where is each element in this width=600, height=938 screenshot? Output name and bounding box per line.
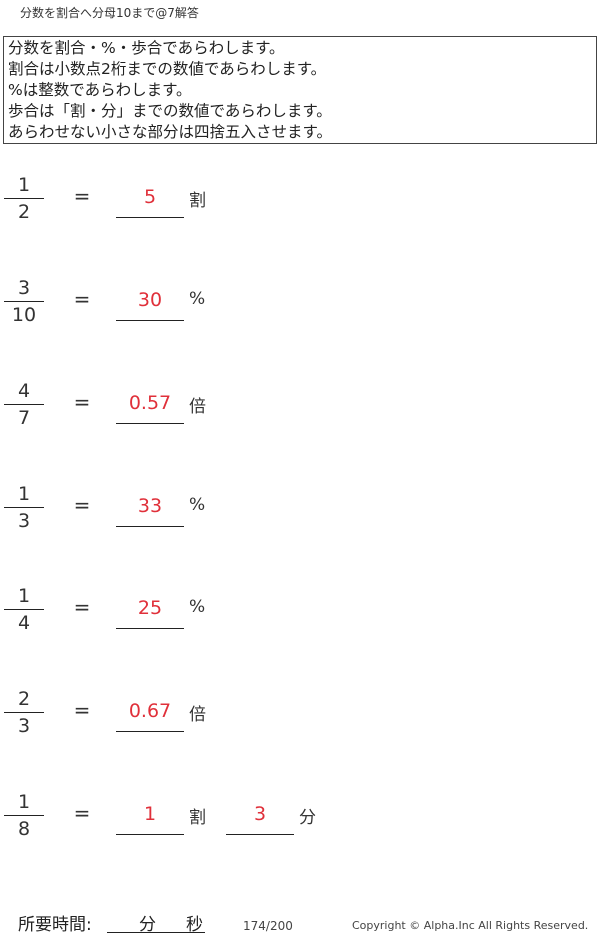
answer-unit: 割: [189, 808, 206, 828]
denominator: 10: [11, 304, 37, 326]
equals-sign: =: [73, 493, 91, 517]
fraction-bar: [4, 815, 44, 816]
answer-line-2: [226, 834, 294, 835]
answer-unit: 倍: [189, 705, 206, 725]
denominator: 4: [17, 612, 31, 634]
equals-sign: =: [73, 390, 91, 414]
page-number: 174/200: [243, 919, 293, 933]
fraction-bar: [4, 404, 44, 405]
numerator: 2: [17, 688, 31, 710]
equals-sign: =: [73, 801, 91, 825]
time-field: 分 秒: [107, 910, 205, 935]
answer-value: 0.57: [128, 392, 172, 414]
fraction-bar: [4, 712, 44, 713]
answer-line: [116, 526, 184, 527]
denominator: 8: [17, 818, 31, 840]
answer-value: 30: [137, 289, 163, 311]
problem-5: 1 4 = 25 %: [0, 585, 600, 665]
answer-line: [116, 217, 184, 218]
numerator: 1: [17, 585, 31, 607]
problem-1: 1 2 = 5 割: [0, 174, 600, 254]
seconds-label: 秒: [186, 915, 203, 935]
time-label: 所要時間:: [18, 915, 92, 935]
answer-unit: %: [189, 289, 206, 309]
equals-sign: =: [73, 287, 91, 311]
answer-value: 0.67: [128, 700, 172, 722]
problem-3: 4 7 = 0.57 倍: [0, 380, 600, 460]
worksheet-title: 分数を割合へ分母10まで@7解答: [20, 6, 199, 20]
numerator: 3: [17, 277, 31, 299]
answer-line: [116, 423, 184, 424]
problem-2: 3 10 = 30 %: [0, 277, 600, 357]
numerator: 1: [17, 791, 31, 813]
numerator: 1: [17, 174, 31, 196]
denominator: 3: [17, 715, 31, 737]
answer-unit: 割: [189, 191, 206, 211]
instruction-line: 割合は小数点2桁までの数値であらわします。: [8, 60, 327, 78]
minutes-label: 分: [139, 915, 156, 935]
answer-value: 33: [137, 495, 163, 517]
instruction-line: あらわせない小さな部分は四捨五入させます。: [8, 123, 332, 141]
copyright-text: Copyright © Alpha.Inc All Rights Reserve…: [352, 919, 589, 932]
answer-unit: %: [189, 495, 206, 515]
problem-4: 1 3 = 33 %: [0, 483, 600, 563]
answer-unit: 倍: [189, 397, 206, 417]
answer-value: 25: [137, 597, 163, 619]
answer-line: [116, 834, 184, 835]
fraction-bar: [4, 507, 44, 508]
instruction-line: 分数を割合・%・歩合であらわします。: [8, 39, 285, 57]
fraction-bar: [4, 301, 44, 302]
answer-value: 1: [143, 803, 157, 825]
answer-line: [116, 320, 184, 321]
problem-7: 1 8 = 1 割 3 分: [0, 791, 600, 871]
equals-sign: =: [73, 184, 91, 208]
denominator: 2: [17, 201, 31, 223]
instructions-box: 分数を割合・%・歩合であらわします。 割合は小数点2桁までの数値であらわします。…: [3, 36, 597, 144]
answer-unit: %: [189, 597, 206, 617]
instruction-line: %は整数であらわします。: [8, 81, 192, 99]
answer-value-2: 3: [253, 803, 267, 825]
instruction-line: 歩合は「割・分」までの数値であらわします。: [8, 102, 332, 120]
problem-6: 2 3 = 0.67 倍: [0, 688, 600, 768]
denominator: 3: [17, 510, 31, 532]
answer-unit-2: 分: [299, 808, 316, 828]
answer-line: [116, 731, 184, 732]
answer-line: [116, 628, 184, 629]
equals-sign: =: [73, 698, 91, 722]
numerator: 4: [17, 380, 31, 402]
answer-value: 5: [143, 186, 157, 208]
denominator: 7: [17, 407, 31, 429]
fraction-bar: [4, 609, 44, 610]
equals-sign: =: [73, 595, 91, 619]
numerator: 1: [17, 483, 31, 505]
fraction-bar: [4, 198, 44, 199]
